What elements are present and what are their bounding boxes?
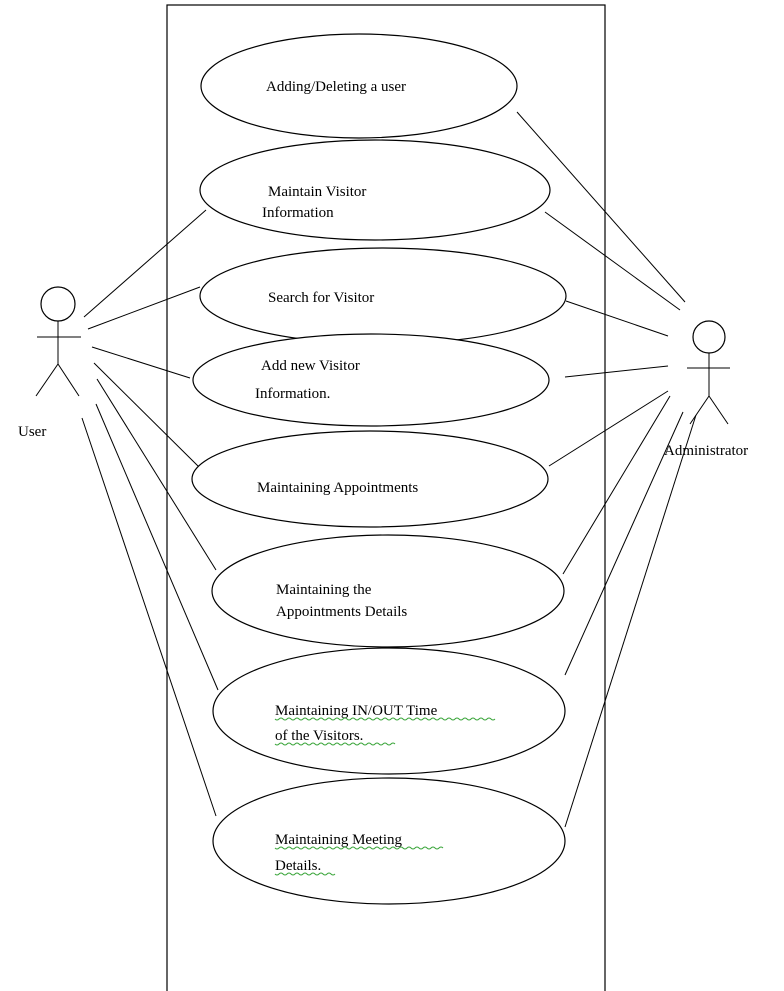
assoc-admin-uc5 (548, 390, 669, 467)
use-case-uc5: Maintaining Appointments (191, 430, 549, 528)
assoc-user-uc6 (96, 378, 217, 571)
assoc-user-uc3 (87, 286, 201, 330)
uc5-label: Maintaining Appointments (257, 480, 418, 496)
user-associations (81, 209, 219, 817)
spellcheck-underline (274, 872, 336, 876)
use-case-uc4: Add new Visitor Information. (192, 333, 550, 427)
assoc-admin-uc3 (565, 300, 669, 337)
uc7-label: Maintaining IN/OUT Time of the Visitors. (275, 703, 441, 744)
actor-user: User (18, 286, 81, 440)
use-case-uc1: Adding/Deleting a user (200, 33, 518, 139)
uc6-label: Maintaining the Appointments Details (276, 582, 407, 620)
actor-administrator: Administrator (664, 320, 748, 459)
assoc-admin-uc8 (564, 414, 697, 828)
use-case-uc8: Maintaining Meeting Details. (212, 777, 566, 905)
admin-head (692, 320, 726, 354)
uc3-label: Search for Visitor (268, 290, 374, 306)
system-boundary (166, 4, 606, 991)
user-label: User (18, 424, 46, 440)
use-case-uc2: Maintain Visitor Information (199, 139, 551, 241)
uc1-label: Adding/Deleting a user (266, 79, 406, 95)
spellcheck-underline (274, 717, 496, 721)
use-case-uc6: Maintaining the Appointments Details (211, 534, 565, 648)
administrator-label: Administrator (664, 443, 748, 459)
assoc-user-uc4 (91, 346, 191, 379)
assoc-user-uc8 (81, 417, 217, 817)
uc8-label: Maintaining Meeting Details. (275, 832, 406, 874)
admin-associations (516, 111, 697, 828)
uc4-label: Add new Visitor Information. (255, 358, 364, 402)
assoc-admin-uc7 (564, 411, 684, 676)
assoc-admin-uc2 (544, 211, 681, 311)
use-case-uc3: Search for Visitor (199, 247, 567, 345)
assoc-admin-uc6 (562, 395, 671, 575)
spellcheck-underline (274, 846, 444, 850)
assoc-user-uc2 (83, 209, 207, 318)
assoc-user-uc7 (95, 403, 219, 691)
use-case-uc7: Maintaining IN/OUT Time of the Visitors. (212, 647, 566, 775)
uc2-label: Maintain Visitor Information (262, 184, 370, 221)
assoc-admin-uc4 (564, 365, 669, 378)
spellcheck-underline (274, 742, 396, 746)
assoc-user-uc5 (93, 362, 201, 469)
assoc-admin-uc1 (516, 111, 686, 303)
user-head (40, 286, 76, 322)
